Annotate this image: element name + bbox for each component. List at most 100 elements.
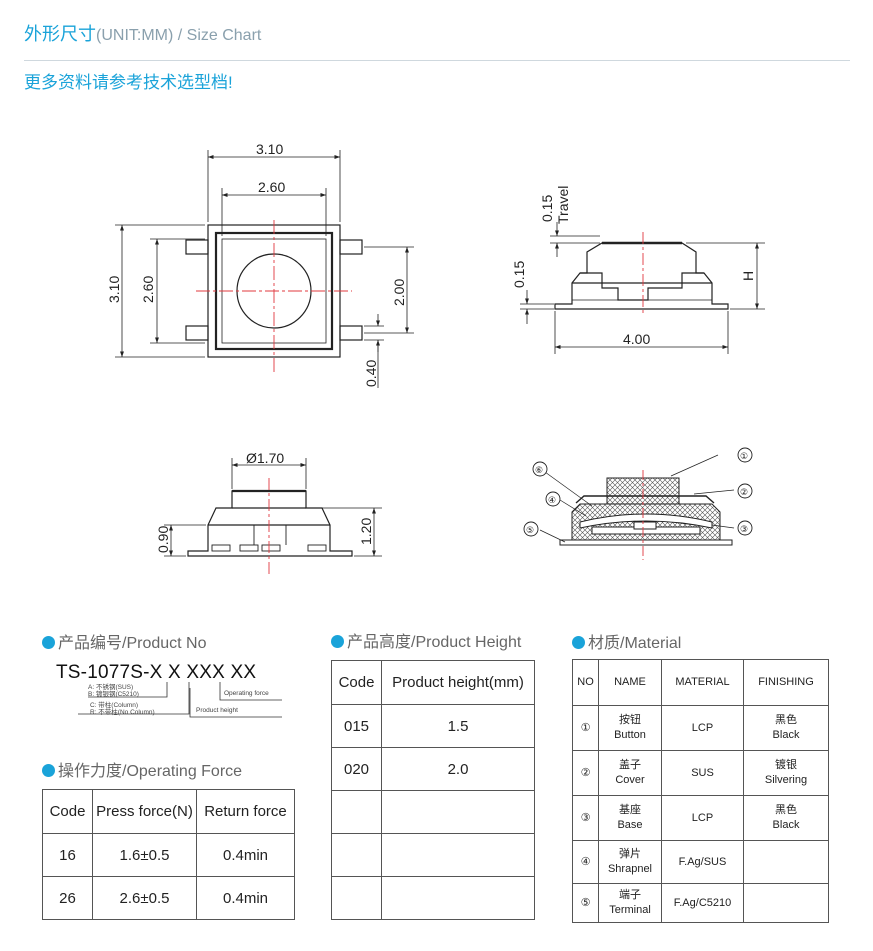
product-code-legend-lines (78, 682, 282, 718)
dim-travel: 0.15 (539, 195, 555, 222)
operating-force-table: Code Press force(N) Return force 16 1.6±… (42, 789, 295, 920)
callout-1: ① (740, 451, 748, 461)
col-code: Code (42, 789, 93, 834)
legend-a: A: 不锈钢(SUS) (88, 684, 134, 691)
dim-pin-span: 2.00 (391, 279, 407, 306)
callout-2: ② (740, 487, 748, 497)
cell-code (331, 790, 382, 834)
cell-return-force: 0.4min (196, 833, 295, 877)
table-row (331, 876, 535, 920)
section-view (523, 447, 753, 560)
dim-length: 4.00 (623, 331, 650, 347)
cell-material: LCP (661, 705, 744, 751)
table-row: 26 2.6±0.5 0.4min (42, 876, 295, 920)
table-row (331, 790, 535, 834)
table-row: 015 1.5 (331, 704, 535, 748)
travel-label: Travel (555, 186, 571, 224)
legend-product-height: Product height (196, 707, 238, 714)
cell-no: ② (572, 750, 599, 796)
title-cn: 外形尺寸 (24, 24, 96, 44)
cell-code: 020 (331, 747, 382, 791)
top-view (115, 150, 414, 388)
cell-height: 2.0 (381, 747, 535, 791)
col-code: Code (331, 660, 382, 705)
dim-top-height-inner: 2.60 (140, 276, 156, 303)
callout-3: ③ (740, 524, 748, 534)
col-no: NO (572, 659, 599, 706)
dim-base-thickness: 0.15 (511, 261, 527, 288)
product-height-heading: 产品高度/Product Height (331, 628, 521, 652)
cell-material: F.Ag/SUS (661, 840, 744, 884)
cell-press-force: 2.6±0.5 (92, 876, 197, 920)
cell-no: ⑤ (572, 883, 599, 923)
cell-no: ① (572, 705, 599, 751)
dim-pin-width: 0.40 (363, 360, 379, 387)
legend-r: R: 不带柱(No Column) (90, 709, 155, 716)
cell-press-force: 1.6±0.5 (92, 833, 197, 877)
table-row: 16 1.6±0.5 0.4min (42, 833, 295, 877)
title-sub: (UNIT:MM) / Size Chart (96, 27, 262, 44)
col-press-force: Press force(N) (92, 789, 197, 834)
cell-no: ④ (572, 840, 599, 884)
product-code: TS-1077S-X X XXX XX (56, 662, 257, 683)
side-view (520, 222, 765, 354)
col-finishing: FINISHING (743, 659, 829, 706)
bullet-dot (42, 636, 55, 649)
cell-material: SUS (661, 750, 744, 796)
product-height-table: Code Product height(mm) 015 1.5 020 2.0 (331, 660, 535, 920)
col-name: NAME (598, 659, 662, 706)
operating-force-heading: 操作力度/Operating Force (42, 757, 242, 781)
callout-6: ⑥ (535, 465, 543, 475)
material-heading: 材质/Material (572, 629, 681, 653)
cell-no: ③ (572, 795, 599, 841)
col-return-force: Return force (196, 789, 295, 834)
cell-height (381, 833, 535, 877)
legend-b: B: 镀银钢(C5210) (88, 691, 139, 698)
front-view (164, 458, 382, 575)
cell-material: F.Ag/C5210 (661, 883, 744, 923)
dim-top-width-outer: 3.10 (256, 141, 283, 157)
col-material: MATERIAL (661, 659, 744, 706)
header-note: 更多资料请参考技术选型档! (24, 73, 233, 92)
cell-code: 26 (42, 876, 93, 920)
header-divider (24, 60, 850, 61)
cell-code (331, 833, 382, 877)
table-header-row: Code Product height(mm) (331, 660, 535, 705)
cell-height (381, 790, 535, 834)
bullet-dot (331, 635, 344, 648)
col-product-height: Product height(mm) (381, 660, 535, 705)
table-row: 020 2.0 (331, 747, 535, 791)
bullet-dot (572, 636, 585, 649)
legend-operating-force: Operating force (224, 690, 269, 697)
cell-finishing (743, 840, 829, 884)
cell-code (331, 876, 382, 920)
cell-code: 015 (331, 704, 382, 748)
bullet-dot (42, 764, 55, 777)
cell-code: 16 (42, 833, 93, 877)
dim-body-height: 0.90 (155, 526, 171, 553)
cell-material: LCP (661, 795, 744, 841)
technical-drawing: 3.10 2.60 3.10 2.60 2.00 0.40 0.15 Trave… (106, 141, 765, 575)
cell-return-force: 0.4min (196, 876, 295, 920)
dim-top-height-outer: 3.10 (106, 276, 122, 303)
cell-finishing (743, 883, 829, 923)
dim-top-width-inner: 2.60 (258, 179, 285, 195)
dim-button-diameter: Ø1.70 (246, 450, 284, 466)
cell-height (381, 876, 535, 920)
callout-4: ④ (548, 495, 556, 505)
page-title: 外形尺寸(UNIT:MM) / Size Chart (24, 20, 261, 46)
table-row (331, 833, 535, 877)
table-header-row: NO NAME MATERIAL FINISHING (572, 659, 829, 706)
callout-5: ⑤ (526, 525, 534, 535)
